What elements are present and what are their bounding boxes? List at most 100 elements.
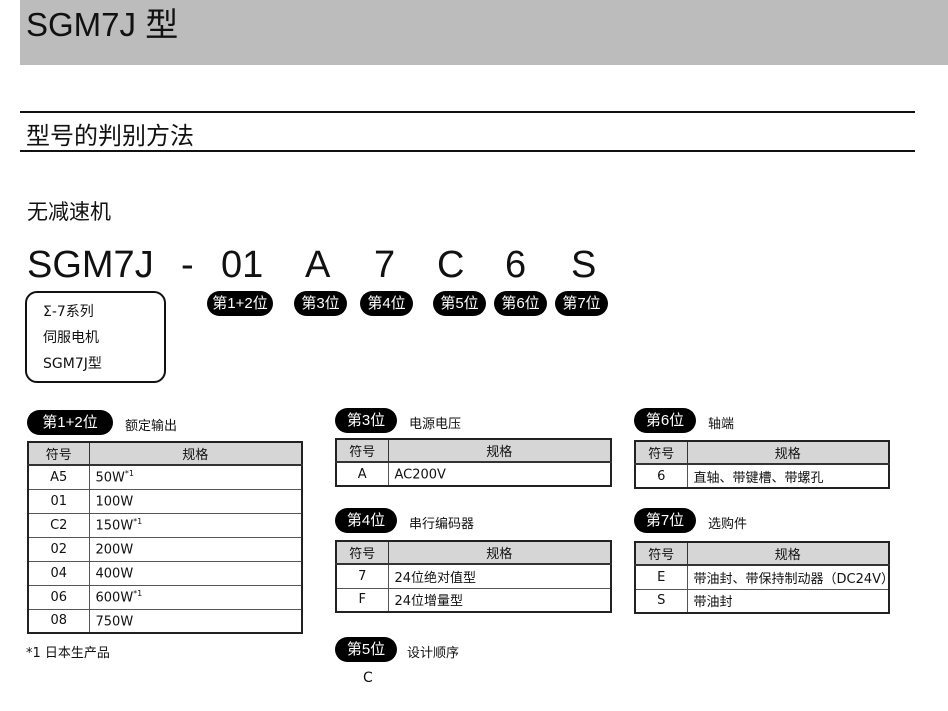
series-line: 伺服电机 bbox=[43, 330, 99, 346]
header-code: 符号 bbox=[27, 441, 90, 466]
table-row: 02 200W bbox=[27, 536, 303, 562]
position-pill: 第1+2位 bbox=[207, 291, 273, 316]
series-line: Σ-7系列 bbox=[43, 304, 94, 320]
code-cell: F bbox=[335, 587, 389, 613]
header-spec: 规格 bbox=[387, 540, 612, 565]
code-cell: S bbox=[634, 588, 688, 614]
footnote-mark: *1 bbox=[133, 516, 143, 526]
table-row: A AC200V bbox=[335, 461, 612, 487]
table-row: 6 直轴、带键槽、带螺孔 bbox=[634, 463, 890, 489]
spec-cell: 24位增量型 bbox=[387, 587, 612, 613]
position-pill: 第3位 bbox=[335, 408, 397, 433]
spec-cell: 带油封、带保持制动器（DC24V） bbox=[686, 564, 894, 590]
spec-text: 24位增量型 bbox=[394, 594, 464, 610]
code-cell: C2 bbox=[27, 512, 90, 538]
table-row: E 带油封、带保持制动器（DC24V） bbox=[634, 564, 894, 590]
section-title: 型号的判别方法 bbox=[26, 122, 194, 150]
header-code: 符号 bbox=[335, 540, 389, 565]
header-code: 符号 bbox=[634, 440, 688, 465]
table-header: 符号规格 bbox=[27, 441, 303, 466]
position-pill: 第6位 bbox=[634, 408, 696, 433]
series-box: Σ-7系列 伺服电机 SGM7J型 bbox=[25, 291, 166, 383]
spec-text: 50W bbox=[95, 470, 125, 486]
table-header: 符号规格 bbox=[335, 438, 612, 463]
position-pill: 第4位 bbox=[335, 508, 397, 533]
table-row: 7 24位绝对值型 bbox=[335, 563, 612, 589]
model-part: S bbox=[571, 244, 597, 286]
model-part: C bbox=[437, 244, 465, 286]
caption: 电源电压 bbox=[409, 417, 462, 432]
spec-text: AC200V bbox=[394, 467, 446, 483]
position-pill: 第6位 bbox=[494, 291, 547, 316]
spec-text: 600W bbox=[95, 590, 134, 606]
divider bbox=[20, 111, 915, 113]
table-row: 04 400W bbox=[27, 560, 303, 586]
spec-cell: 200W bbox=[88, 536, 303, 562]
position-pill: 第3位 bbox=[294, 291, 347, 316]
position-pill: 第4位 bbox=[360, 291, 413, 316]
table-header: 符号规格 bbox=[634, 440, 890, 465]
spec-cell: 24位绝对值型 bbox=[387, 563, 612, 589]
series-line: SGM7J型 bbox=[43, 356, 102, 372]
header-spec: 规格 bbox=[88, 441, 303, 466]
spec-cell: 400W bbox=[88, 560, 303, 586]
spec-cell: 100W bbox=[88, 488, 303, 514]
footnote-mark: *1 bbox=[124, 469, 134, 479]
spec-text: 200W bbox=[95, 542, 134, 558]
model-part: 01 bbox=[221, 244, 264, 286]
table-row: S 带油封 bbox=[634, 588, 890, 614]
spec-cell: 直轴、带键槽、带螺孔 bbox=[686, 463, 890, 489]
spec-text: 100W bbox=[95, 494, 134, 510]
divider bbox=[20, 150, 915, 152]
spec-cell: 50W*1 bbox=[88, 464, 303, 490]
spec-cell: 750W bbox=[88, 608, 303, 634]
code-cell: E bbox=[634, 564, 688, 590]
spec-text: 带油封、带保持制动器（DC24V） bbox=[693, 571, 895, 587]
caption: 设计顺序 bbox=[407, 646, 460, 661]
header-spec: 规格 bbox=[387, 438, 612, 463]
position-pill: 第5位 bbox=[335, 637, 397, 662]
code-cell: 6 bbox=[634, 463, 688, 489]
code-cell: 02 bbox=[27, 536, 90, 562]
code-cell: 04 bbox=[27, 560, 90, 586]
page-title: SGM7J 型 bbox=[26, 6, 179, 43]
model-part: 7 bbox=[374, 244, 396, 286]
header-bar bbox=[20, 0, 948, 65]
model-part: - bbox=[181, 244, 194, 286]
table-row: F 24位增量型 bbox=[335, 587, 612, 613]
code-cell: A5 bbox=[27, 464, 90, 490]
code-cell: A bbox=[335, 461, 389, 487]
model-part: 6 bbox=[505, 244, 527, 286]
model-part: SGM7J bbox=[27, 244, 154, 286]
spec-text: 750W bbox=[95, 613, 134, 629]
spec-text: 24位绝对值型 bbox=[394, 570, 477, 586]
spec-cell: AC200V bbox=[387, 461, 612, 487]
position-pill: 第5位 bbox=[433, 291, 486, 316]
caption: 轴端 bbox=[708, 417, 735, 432]
header-spec: 规格 bbox=[686, 440, 890, 465]
spec-text: 400W bbox=[95, 566, 134, 582]
header-code: 符号 bbox=[634, 541, 688, 566]
model-part: A bbox=[305, 244, 331, 286]
footnote: *1 日本生产品 bbox=[26, 646, 110, 661]
footnote-mark: *1 bbox=[133, 588, 143, 598]
header-spec: 规格 bbox=[686, 541, 890, 566]
spec-text: 带油封 bbox=[693, 595, 733, 611]
spec-text: 直轴、带键槽、带螺孔 bbox=[693, 470, 824, 486]
table-header: 符号规格 bbox=[335, 540, 612, 565]
spec-cell: 600W*1 bbox=[88, 584, 303, 610]
position-pill: 第7位 bbox=[634, 508, 696, 533]
position-pill: 第7位 bbox=[555, 291, 608, 316]
design-order-value: C bbox=[363, 670, 373, 686]
code-cell: 7 bbox=[335, 563, 389, 589]
